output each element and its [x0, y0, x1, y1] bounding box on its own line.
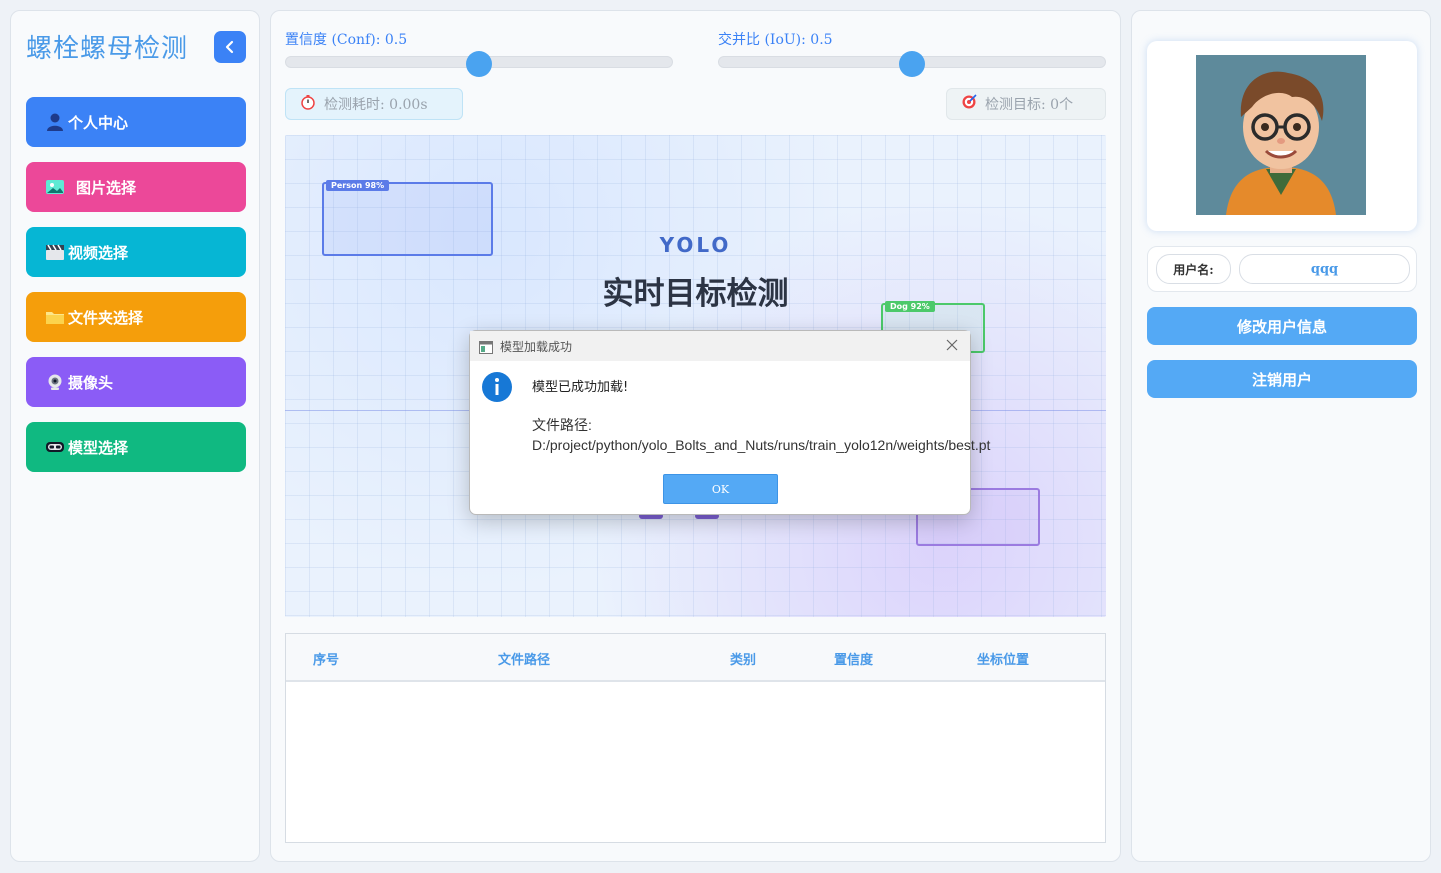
- detection-time-text: 检测耗时: 0.00s: [324, 97, 428, 113]
- detection-time-box: 检测耗时: 0.00s: [285, 88, 463, 120]
- user-panel: 用户名: qqq 修改用户信息 注销用户: [1131, 10, 1431, 862]
- nav-label: 文件夹选择: [68, 308, 144, 327]
- decor-block: [639, 513, 663, 519]
- decor-block: [695, 513, 719, 519]
- column-header[interactable]: 序号: [313, 653, 340, 668]
- clapperboard-icon: [44, 242, 66, 262]
- preview-brand: YOLO: [659, 233, 732, 257]
- username-label: 用户名:: [1156, 254, 1231, 284]
- ok-button[interactable]: OK: [663, 474, 778, 504]
- window-app-icon: [479, 339, 493, 358]
- column-header[interactable]: 类别: [730, 653, 757, 668]
- nav-label: 摄像头: [68, 373, 114, 392]
- column-header[interactable]: 文件路径: [498, 653, 551, 668]
- close-icon[interactable]: [944, 337, 960, 353]
- target-icon: [961, 94, 977, 114]
- stopwatch-icon: [300, 94, 316, 114]
- image-icon: [44, 177, 66, 197]
- chevron-left-icon: [225, 40, 234, 54]
- nav-video-select-button[interactable]: 视频选择: [26, 227, 246, 277]
- avatar-card: [1147, 41, 1417, 231]
- folder-icon: [44, 307, 66, 327]
- nav-folder-select-button[interactable]: 文件夹选择: [26, 292, 246, 342]
- results-table: 序号 文件路径 类别 置信度 坐标位置: [285, 633, 1106, 843]
- logout-user-button[interactable]: 注销用户: [1147, 360, 1417, 398]
- nav-image-select-button[interactable]: 图片选择: [26, 162, 246, 212]
- preview-headline: 实时目标检测: [602, 276, 789, 312]
- column-header[interactable]: 置信度: [834, 653, 874, 668]
- dialog-titlebar[interactable]: 模型加载成功: [470, 331, 970, 361]
- nav-label: 视频选择: [68, 243, 129, 262]
- conf-label: 置信度 (Conf): 0.5: [285, 32, 408, 48]
- sidebar: 螺栓螺母检测 个人中心 图片选择 视频选择 文件夹选择 摄像头: [10, 10, 260, 862]
- conf-slider-thumb[interactable]: [466, 51, 492, 77]
- person-icon: [44, 112, 66, 132]
- info-icon: [481, 371, 513, 403]
- iou-slider-thumb[interactable]: [899, 51, 925, 77]
- nav-label: 图片选择: [76, 178, 137, 197]
- nav-model-select-button[interactable]: 模型选择: [26, 422, 246, 472]
- vr-goggles-icon: [44, 437, 66, 457]
- nav-label: 个人中心: [68, 113, 129, 132]
- nav-camera-button[interactable]: 摄像头: [26, 357, 246, 407]
- username-field[interactable]: qqq: [1239, 254, 1410, 284]
- edit-user-info-button[interactable]: 修改用户信息: [1147, 307, 1417, 345]
- avatar[interactable]: [1196, 55, 1366, 215]
- iou-label: 交并比 (IoU): 0.5: [718, 32, 833, 48]
- detection-tag: Dog 92%: [885, 301, 935, 312]
- detection-target-box: 检测目标: 0个: [946, 88, 1106, 120]
- nav-personal-center-button[interactable]: 个人中心: [26, 97, 246, 147]
- table-header: 序号 文件路径 类别 置信度 坐标位置: [286, 634, 1105, 682]
- dialog-file-path: 文件路径: D:/project/python/yolo_Bolts_and_N…: [532, 417, 991, 453]
- iou-slider[interactable]: [718, 51, 1106, 77]
- app-title: 螺栓螺母检测: [26, 34, 189, 64]
- username-row: 用户名: qqq: [1147, 246, 1417, 292]
- conf-slider[interactable]: [285, 51, 673, 77]
- webcam-icon: [44, 372, 66, 392]
- column-header[interactable]: 坐标位置: [977, 653, 1030, 668]
- detection-box-person: Person 98%: [322, 180, 493, 256]
- dialog-message: 模型已成功加载!: [532, 380, 629, 395]
- nav-label: 模型选择: [68, 438, 129, 457]
- detection-target-text: 检测目标: 0个: [985, 97, 1074, 113]
- detection-tag: Person 98%: [326, 180, 390, 191]
- dialog-title: 模型加载成功: [500, 340, 573, 354]
- model-loaded-dialog: 模型加载成功 模型已成功加载! 文件路径: D:/project/python/…: [469, 330, 991, 515]
- collapse-sidebar-button[interactable]: [214, 31, 246, 63]
